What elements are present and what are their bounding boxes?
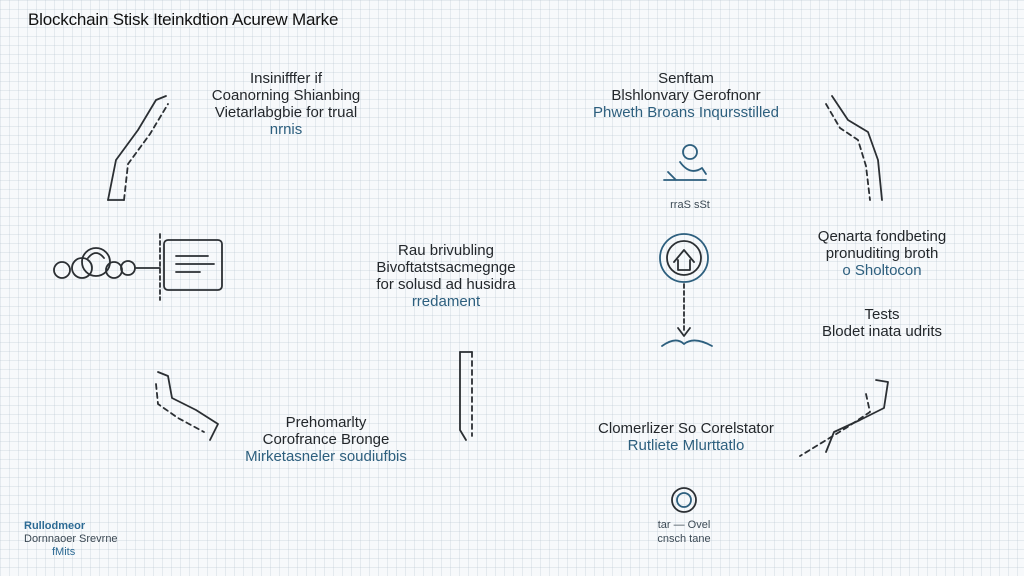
text-block-right-middle: Qenarta fondbeting pronuditing broth o S…	[817, 228, 947, 279]
chain-device-icon	[53, 233, 223, 301]
text-block-center: Rau brivubling Bivoftatstsacmegnge for s…	[376, 242, 516, 310]
connector-arrow-top-right	[825, 95, 883, 201]
text-block-top-right: Senftam Blshlonvary Gerofnonr Phweth Bro…	[593, 70, 779, 121]
person-caption: rraS sSt	[670, 199, 710, 211]
text-block-bottom-left: Prehomarlty Corofrance Bronge Mirketasne…	[245, 414, 407, 465]
corner-logo-text: Rullodmeor Dornnaoer Srevrne fMits	[24, 520, 118, 558]
connector-arrow-top-left	[107, 95, 169, 201]
page-title: Blockchain Stisk Iteinkdtion Acurew Mark…	[28, 10, 339, 29]
text-block-tests: Tests Blodet inata udrits	[821, 306, 943, 340]
text-block-top-left: Insinifffer if Coanorning Shianbing Viet…	[211, 70, 361, 138]
text-block-bottom-right: Clomerlizer So Corelstator Rutliete Mlur…	[598, 420, 774, 454]
person-icon	[663, 144, 707, 181]
circle-ring-icon	[671, 487, 697, 513]
connector-center-vertical	[459, 351, 473, 441]
connector-arrow-bottom-right	[799, 379, 889, 457]
ring-caption: tar — Ovel cnsch tane	[657, 519, 711, 545]
home-icon	[659, 233, 713, 347]
connector-arrow-bottom-left	[155, 371, 219, 441]
